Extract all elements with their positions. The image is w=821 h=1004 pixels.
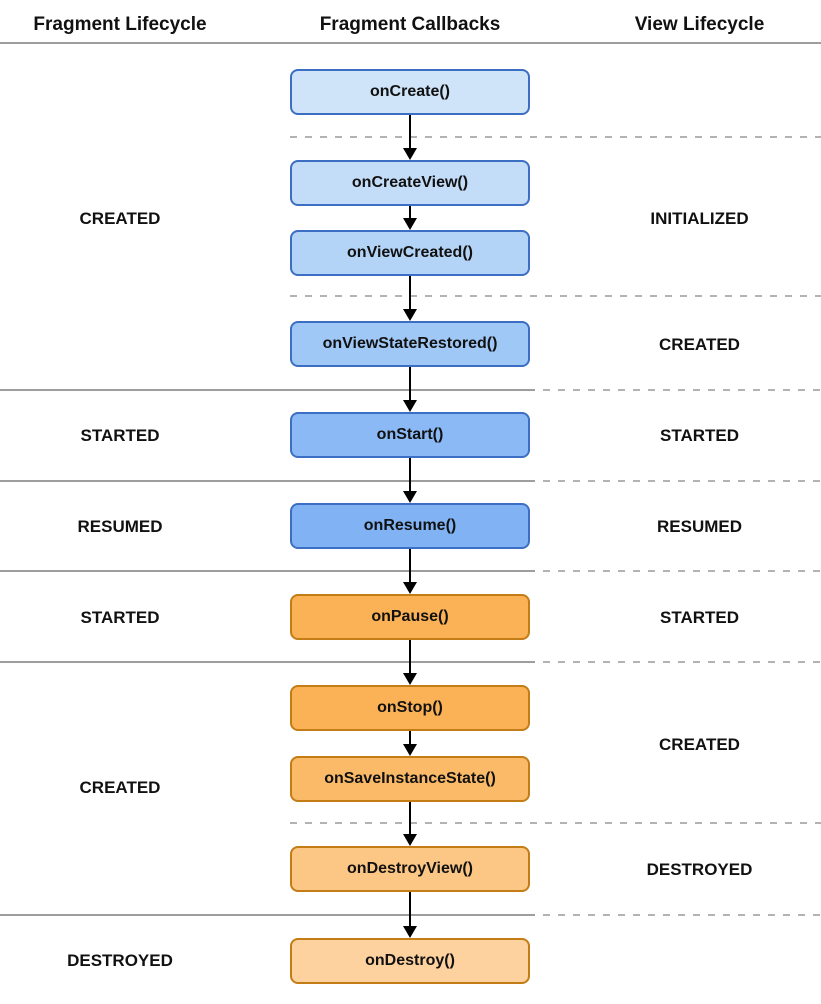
fragment-state-label: STARTED xyxy=(80,426,160,445)
separator-line-dashed xyxy=(543,570,821,572)
callback-box-onResume: onResume() xyxy=(290,503,530,549)
separator-line-dashed xyxy=(543,389,821,391)
view-state-label: RESUMED xyxy=(656,517,742,536)
callback-box-onViewStateRestored: onViewStateRestored() xyxy=(290,321,530,367)
callback-label: onCreate() xyxy=(369,83,450,100)
column-header-fragment-callbacks: Fragment Callbacks xyxy=(319,14,501,35)
callback-box-onCreateView: onCreateView() xyxy=(290,160,530,206)
callback-box-onDestroy: onDestroy() xyxy=(290,938,530,984)
separator-line-solid xyxy=(0,480,535,482)
arrow-head-down-icon xyxy=(403,400,417,412)
arrow-head-down-icon xyxy=(403,309,417,321)
separator-line-solid xyxy=(0,389,535,391)
callback-label: onResume() xyxy=(363,517,457,534)
callback-label: onStop() xyxy=(377,699,443,716)
arrow-head-down-icon xyxy=(403,926,417,938)
separator-line-dashed xyxy=(290,136,821,138)
column-header-fragment-lifecycle: Fragment Lifecycle xyxy=(33,14,207,35)
fragment-state-label: DESTROYED xyxy=(67,951,173,970)
fragment-state-label: STARTED xyxy=(80,608,160,627)
separator-line-solid xyxy=(0,914,535,916)
arrow-shaft xyxy=(409,639,411,675)
separator-line-solid xyxy=(0,661,535,663)
arrow-shaft xyxy=(409,801,411,836)
view-state-label: STARTED xyxy=(659,426,739,445)
view-state-label: INITIALIZED xyxy=(650,209,749,228)
callback-box-onPause: onPause() xyxy=(290,594,530,640)
column-header-view-lifecycle: View Lifecycle xyxy=(634,14,765,35)
arrow-head-down-icon xyxy=(403,148,417,160)
fragment-state-label: CREATED xyxy=(79,209,161,228)
view-state-label: CREATED xyxy=(659,735,740,754)
callback-label: onViewStateRestored() xyxy=(322,335,498,352)
separator-line-dashed xyxy=(290,822,821,824)
callback-box-onSaveInstanceState: onSaveInstanceState() xyxy=(290,756,530,802)
arrow-shaft xyxy=(409,891,411,928)
arrow-head-down-icon xyxy=(403,744,417,756)
callback-label: onViewCreated() xyxy=(347,244,473,261)
fragment-state-label: CREATED xyxy=(79,778,161,797)
arrow-shaft xyxy=(409,114,411,150)
separator-line-dashed xyxy=(543,480,821,482)
separator-line-dashed xyxy=(543,914,821,916)
callback-box-onStop: onStop() xyxy=(290,685,530,731)
callback-label: onCreateView() xyxy=(351,174,469,191)
callback-label: onSaveInstanceState() xyxy=(324,770,496,787)
callback-box-onCreate: onCreate() xyxy=(290,69,530,115)
separator-line-dashed xyxy=(290,295,821,297)
callback-box-onViewCreated: onViewCreated() xyxy=(290,230,530,276)
callback-label: onStart() xyxy=(376,426,444,443)
arrow-shaft xyxy=(409,205,411,220)
arrow-shaft xyxy=(409,366,411,402)
arrow-head-down-icon xyxy=(403,218,417,230)
arrow-shaft xyxy=(409,457,411,493)
callback-label: onPause() xyxy=(371,608,449,625)
arrow-shaft xyxy=(409,548,411,584)
arrow-head-down-icon xyxy=(403,491,417,503)
arrow-shaft xyxy=(409,275,411,311)
callback-label: onDestroy() xyxy=(365,952,455,969)
view-state-label: STARTED xyxy=(659,608,739,627)
arrow-head-down-icon xyxy=(403,673,417,685)
arrow-shaft xyxy=(409,730,411,746)
callback-label: onDestroyView() xyxy=(347,860,473,877)
arrow-head-down-icon xyxy=(403,582,417,594)
fragment-state-label: RESUMED xyxy=(77,517,163,536)
arrow-head-down-icon xyxy=(403,834,417,846)
separator-line-solid xyxy=(0,42,821,44)
view-state-label: CREATED xyxy=(659,335,740,354)
view-state-label: DESTROYED xyxy=(646,860,753,879)
callback-box-onDestroyView: onDestroyView() xyxy=(290,846,530,892)
callback-box-onStart: onStart() xyxy=(290,412,530,458)
separator-line-dashed xyxy=(543,661,821,663)
separator-line-solid xyxy=(0,570,535,572)
